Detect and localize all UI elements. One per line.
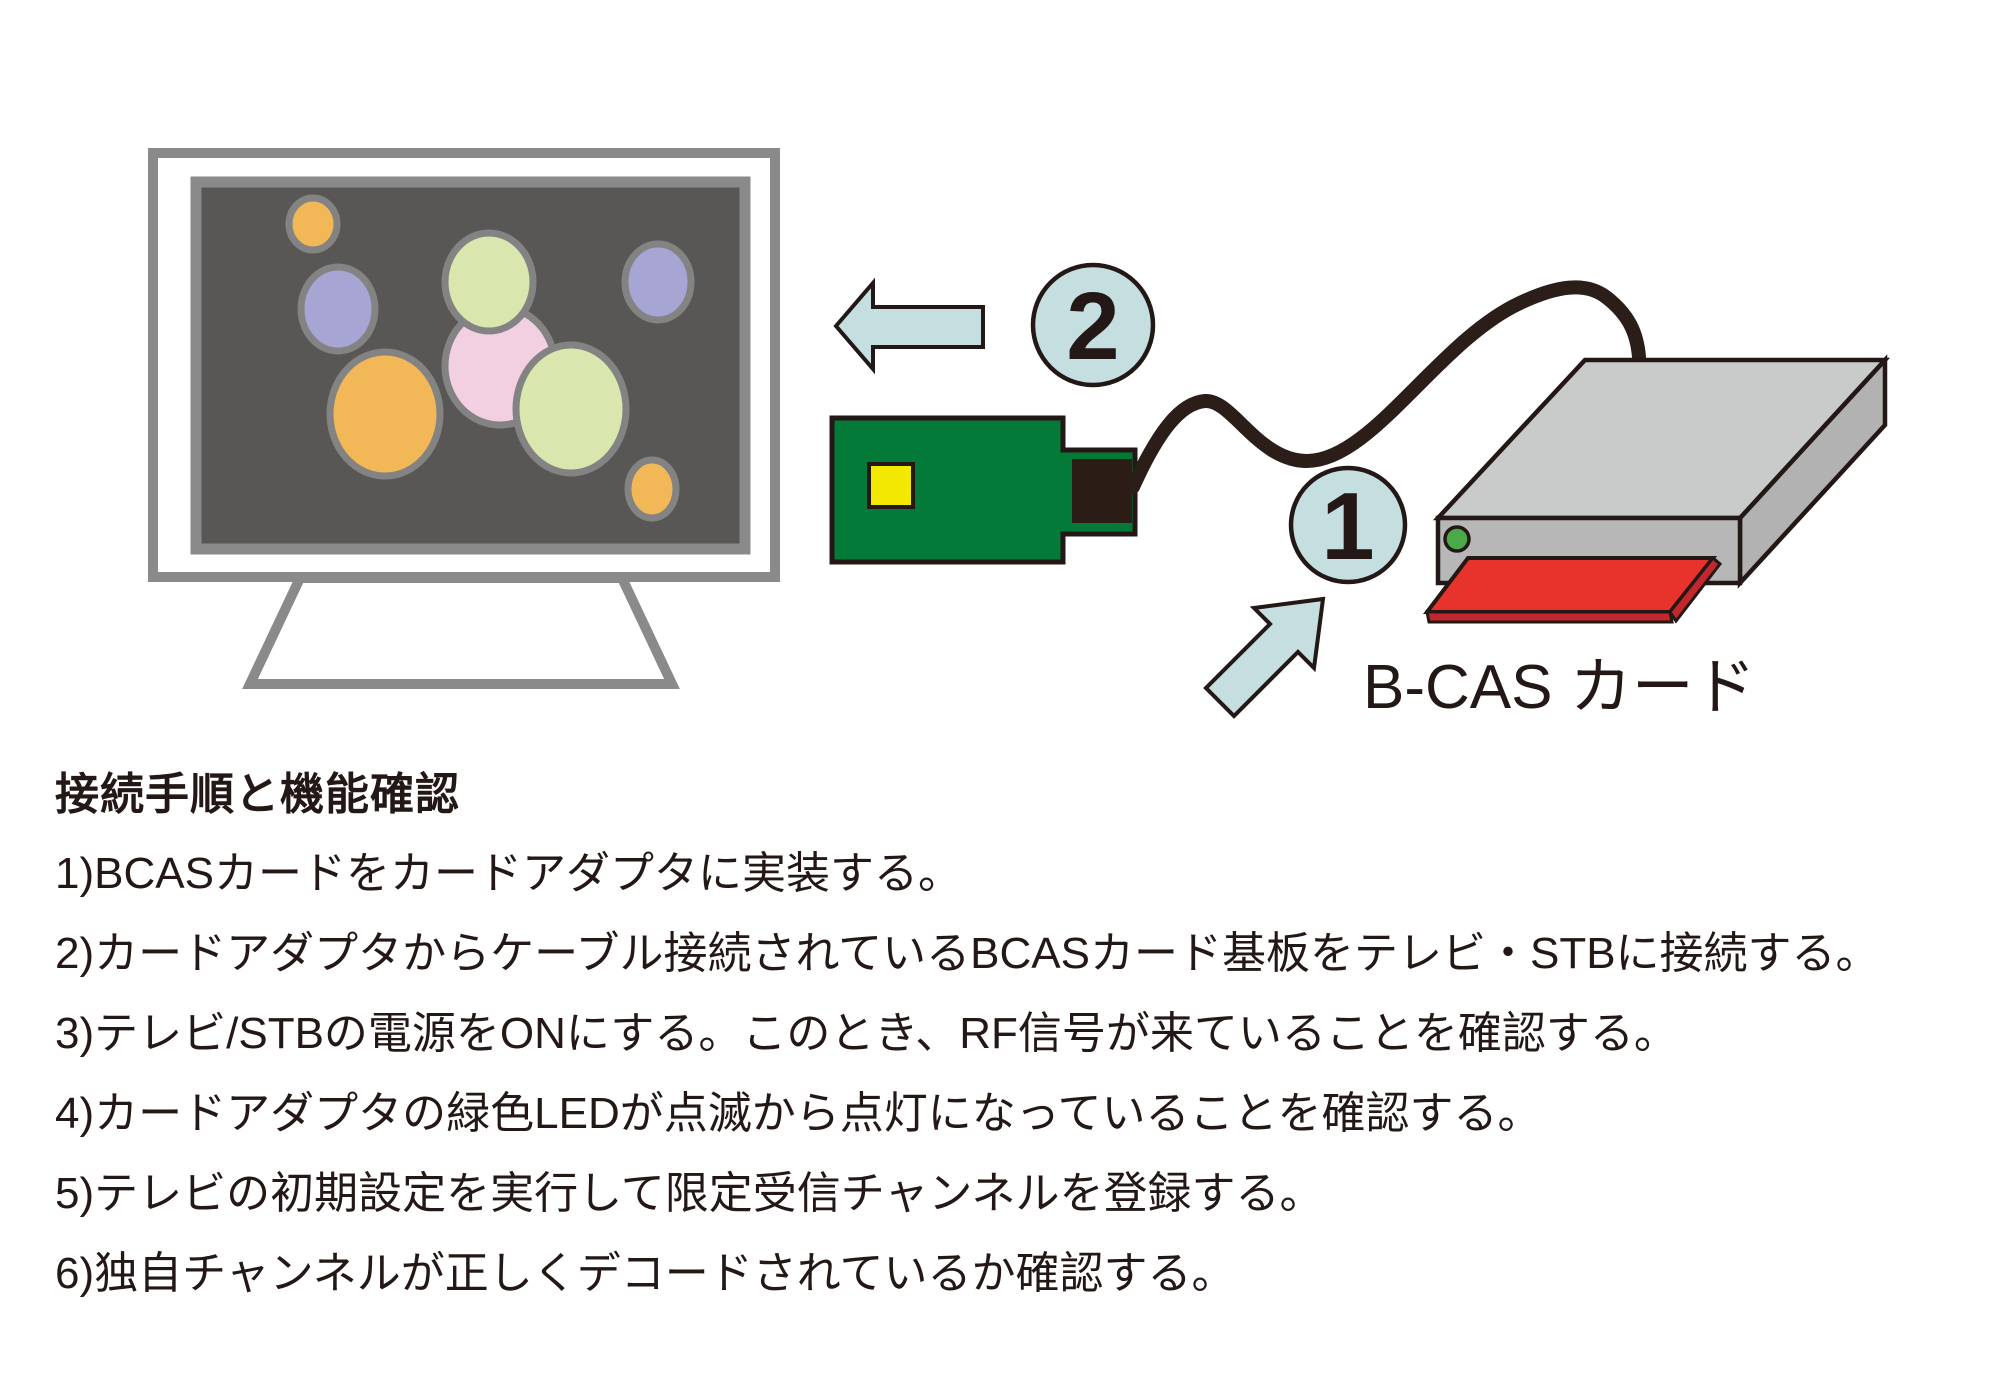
arrow-up-right-icon xyxy=(1203,596,1326,719)
screen-bubble-orange-small xyxy=(285,194,341,254)
instructions-heading: 接続手順と機能確認 xyxy=(55,770,460,819)
instruction-step-2: 2)カードアダプタからケーブル接続されているBCASカード基板をテレビ・STBに… xyxy=(55,929,1880,978)
red-card-top xyxy=(1422,556,1718,614)
tv-stand xyxy=(242,573,680,689)
pcb-chip xyxy=(867,462,915,509)
arrow-left-icon xyxy=(833,277,985,375)
screen-bubble-green-bottom xyxy=(512,341,630,477)
step2-group: 2 xyxy=(833,262,1156,388)
step1-group: 1 xyxy=(1203,465,1408,719)
instruction-step-5: 5)テレビの初期設定を実行して限定受信チャンネルを登録する。 xyxy=(55,1169,1324,1218)
step2-badge-number: 2 xyxy=(1066,273,1119,380)
instruction-step-1: 1)BCASカードをカードアダプタに実装する。 xyxy=(55,849,962,898)
card-adapter xyxy=(1422,354,1891,624)
step2-badge xyxy=(1030,262,1156,388)
screen-bubble-green-top xyxy=(441,229,537,335)
tv-monitor xyxy=(148,148,780,689)
screen-bubble-orange-big xyxy=(326,348,444,480)
bcas-card-label: B-CAS カード xyxy=(1363,653,1756,722)
cable xyxy=(1126,280,1646,494)
instructions-block: 接続手順と機能確認 1)BCASカードをカードアダプタに実装する。 2)カードア… xyxy=(55,764,1965,1314)
pcb-body xyxy=(829,415,1138,565)
instruction-step-4: 4)カードアダプタの緑色LEDが点滅から点灯になっていることを確認する。 xyxy=(55,1089,1542,1138)
red-card-front-edge xyxy=(1425,610,1674,624)
red-card-right-edge xyxy=(1668,555,1723,624)
screen-bubble-orange-bottom xyxy=(624,456,680,522)
adapter-led xyxy=(1443,525,1471,553)
instruction-step-6: 6)独自チャンネルが正しくデコードされているか確認する。 xyxy=(55,1249,1236,1298)
step1-badge-number: 1 xyxy=(1321,473,1374,580)
screen-bubble-purple-left xyxy=(297,263,379,355)
screen-bubble-purple-right xyxy=(621,240,695,324)
bcas-card-board xyxy=(829,415,1138,565)
step1-badge xyxy=(1288,465,1408,585)
pcb-connector xyxy=(1072,459,1132,523)
instruction-step-3: 3)テレビ/STBの電源をONにする。このとき、RF信号が来ていることを確認する… xyxy=(55,1009,1678,1058)
